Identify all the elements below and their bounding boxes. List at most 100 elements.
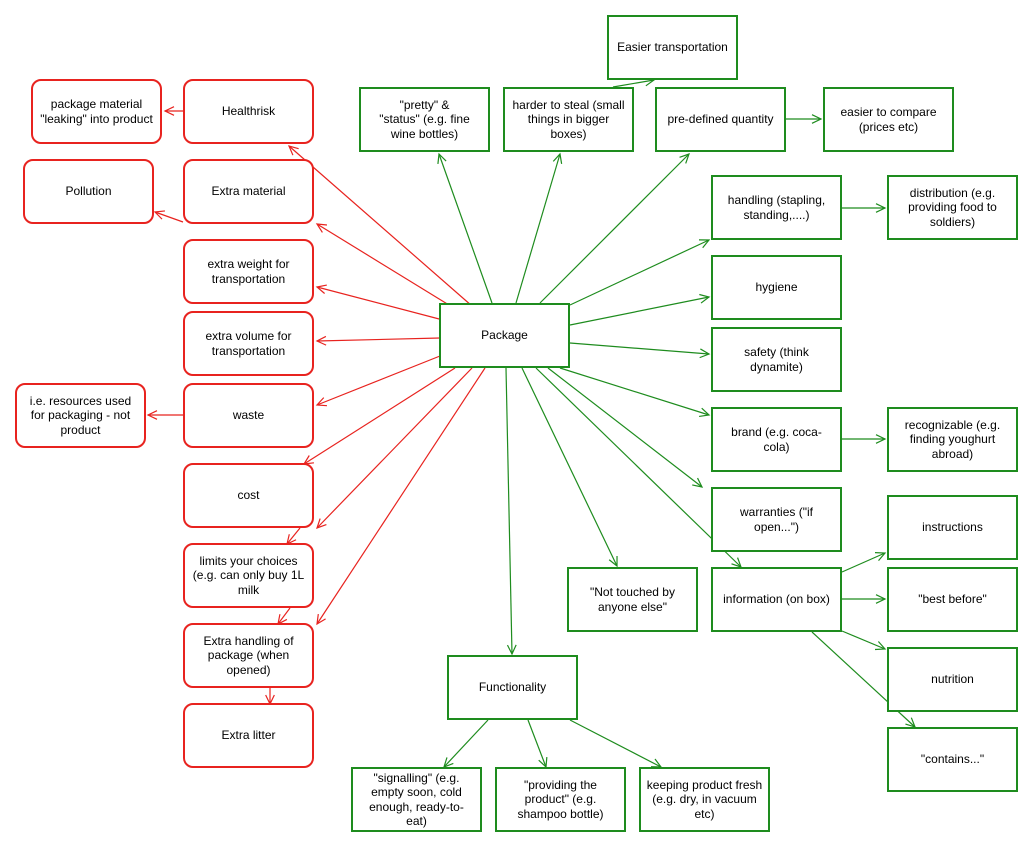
node-handling[interactable]: handling (stapling, standing,....) [711, 175, 842, 240]
node-providing-product[interactable]: "providing the product" (e.g. shampoo bo… [495, 767, 626, 832]
node-hygiene[interactable]: hygiene [711, 255, 842, 320]
arrow-package-to-extra-weight-head [315, 284, 327, 294]
arrow-package-to-hygiene [569, 293, 711, 326]
node-pollution[interactable]: Pollution [23, 159, 154, 224]
node-package[interactable]: Package [439, 303, 570, 368]
arrow-package-to-healthrisk-head [287, 145, 299, 156]
arrow-package-to-waste-line [316, 355, 441, 406]
arrow-package-to-healthrisk [287, 145, 473, 307]
node-distribution[interactable]: distribution (e.g. providing food to sol… [887, 175, 1018, 240]
arrow-package-to-healthrisk-line [288, 145, 473, 307]
node-keeping-fresh[interactable]: keeping product fresh (e.g. dry, in vacu… [639, 767, 770, 832]
arrow-waste-to-resources [146, 410, 183, 420]
arrow-package-to-extra-handling-line [316, 367, 486, 625]
arrow-package-to-brand-line [559, 367, 710, 416]
node-warranties[interactable]: warranties ("if open...") [711, 487, 842, 552]
arrow-limits-to-extra-handling [277, 607, 291, 626]
arrow-cost-to-limits-line [286, 527, 301, 545]
arrow-information-to-instructions-line [841, 552, 886, 573]
arrow-package-to-pretty-line [438, 153, 493, 304]
arrow-package-to-extra-weight [315, 284, 444, 321]
node-package-material-leaking[interactable]: package material "leaking" into product [31, 79, 162, 144]
node-recognizable[interactable]: recognizable (e.g. finding youghurt abro… [887, 407, 1018, 472]
arrow-package-to-functionality-head [506, 644, 517, 656]
arrow-package-to-hygiene-head [699, 293, 711, 304]
node-contains[interactable]: "contains..." [887, 727, 1018, 792]
arrow-package-to-warranties-line [547, 367, 703, 488]
node-extra-handling[interactable]: Extra handling of package (when opened) [183, 623, 314, 688]
arrow-package-to-waste-head [315, 397, 328, 407]
node-waste[interactable]: waste [183, 383, 314, 448]
arrow-information-to-best-before-head [875, 594, 887, 604]
arrow-brand-to-recognizable [842, 434, 887, 444]
arrow-package-to-handling [569, 239, 711, 306]
node-harder-to-steal[interactable]: harder to steal (small things in bigger … [503, 87, 634, 152]
arrow-package-to-functionality-line [505, 367, 513, 655]
arrow-functionality-to-signalling-line [443, 719, 489, 768]
node-healthrisk[interactable]: Healthrisk [183, 79, 314, 144]
arrow-package-to-extra-weight-line [316, 286, 444, 321]
arrow-package-to-handling-line [569, 239, 710, 306]
arrow-package-to-extra-material-line [316, 223, 463, 314]
arrow-package-to-extra-volume [315, 335, 441, 346]
arrow-functionality-to-keeping-fresh [569, 719, 663, 768]
arrow-package-to-warranties-head [692, 477, 704, 488]
arrow-harder-to-steal-to-easier-transportation-line [612, 79, 655, 88]
node-limits-choices[interactable]: limits your choices (e.g. can only buy 1… [183, 543, 314, 608]
node-pretty-status[interactable]: "pretty" & "status" (e.g. fine wine bott… [359, 87, 490, 152]
node-easier-transportation[interactable]: Easier transportation [607, 15, 738, 80]
node-extra-weight[interactable]: extra weight for transportation [183, 239, 314, 304]
arrow-functionality-to-keeping-fresh-line [569, 719, 662, 768]
arrow-predefined-to-easier-compare [786, 114, 823, 124]
node-predefined-quantity[interactable]: pre-defined quantity [655, 87, 786, 152]
arrow-package-to-not-touched-head [608, 555, 618, 568]
arrow-cost-to-limits [286, 527, 301, 546]
node-brand[interactable]: brand (e.g. coca- cola) [711, 407, 842, 472]
arrow-information-to-nutrition [841, 630, 887, 651]
node-best-before[interactable]: "best before" [887, 567, 1018, 632]
arrow-functionality-to-signalling [443, 719, 489, 769]
arrow-healthrisk-to-leaking-head [163, 106, 175, 116]
arrow-package-to-extra-material-head [315, 223, 328, 233]
arrow-healthrisk-to-leaking [163, 106, 183, 116]
arrow-waste-to-resources-head [146, 410, 158, 420]
arrow-information-to-nutrition-head [874, 641, 887, 651]
node-nutrition[interactable]: nutrition [887, 647, 1018, 712]
arrow-predefined-to-easier-compare-head [811, 114, 823, 124]
arrow-package-to-extra-volume-head [315, 335, 327, 346]
arrow-package-to-brand [559, 367, 711, 418]
arrow-package-to-harder-to-steal [515, 152, 563, 304]
arrow-package-to-predefined-quantity-head [679, 153, 690, 164]
node-extra-litter[interactable]: Extra litter [183, 703, 314, 768]
arrow-package-to-hygiene-line [569, 296, 710, 326]
arrow-package-to-cost-lower-line [316, 367, 473, 529]
node-functionality[interactable]: Functionality [447, 655, 578, 720]
arrow-package-to-safety [569, 342, 711, 359]
arrow-package-to-brand-head [699, 407, 711, 418]
node-easier-to-compare[interactable]: easier to compare (prices etc) [823, 87, 954, 152]
arrow-package-to-predefined-quantity-line [539, 153, 690, 304]
node-extra-material[interactable]: Extra material [183, 159, 314, 224]
node-not-touched[interactable]: "Not touched by anyone else" [567, 567, 698, 632]
arrow-package-to-not-touched-line [521, 367, 618, 567]
arrow-extra-handling-to-litter [265, 688, 275, 706]
node-resources-used[interactable]: i.e. resources used for packaging - not … [15, 383, 146, 448]
node-extra-volume[interactable]: extra volume for transportation [183, 311, 314, 376]
node-cost[interactable]: cost [183, 463, 314, 528]
arrow-package-to-extra-handling-head [316, 614, 326, 626]
arrow-functionality-to-providing-line [527, 719, 547, 768]
arrow-package-to-extra-volume-line [316, 337, 441, 342]
arrow-package-to-safety-head [699, 348, 711, 359]
arrow-handling-to-distribution-head [875, 203, 887, 213]
arrow-package-to-safety-line [569, 342, 710, 355]
arrow-package-to-extra-handling [316, 367, 486, 626]
arrow-package-to-harder-to-steal-line [515, 153, 561, 304]
node-signalling[interactable]: "signalling" (e.g. empty soon, cold enou… [351, 767, 482, 832]
arrow-information-to-instructions-head [874, 552, 887, 562]
arrow-package-to-predefined-quantity [539, 153, 690, 304]
arrow-package-to-extra-material [315, 223, 463, 314]
node-instructions[interactable]: instructions [887, 495, 1018, 560]
arrow-package-to-harder-to-steal-head [552, 152, 563, 164]
node-information[interactable]: information (on box) [711, 567, 842, 632]
node-safety[interactable]: safety (think dynamite) [711, 327, 842, 392]
